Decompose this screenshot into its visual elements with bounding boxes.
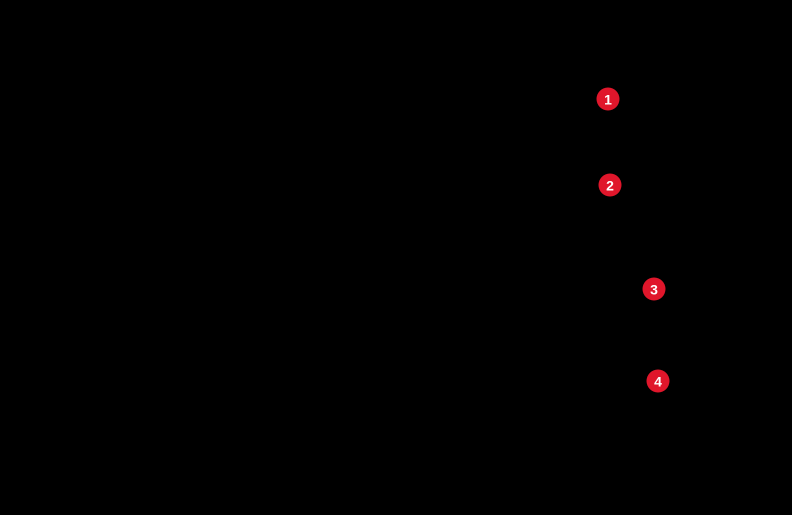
callout-badge-3-label: 3	[650, 281, 658, 297]
callout-badge-3: 3	[642, 277, 666, 301]
callout-badge-4: 4	[646, 369, 670, 393]
callout-badge-2: 2	[598, 173, 622, 197]
callout-badge-4-label: 4	[654, 373, 662, 389]
callout-badge-1-label: 1	[604, 91, 612, 107]
callout-badge-1: 1	[596, 87, 620, 111]
callout-badge-2-label: 2	[606, 177, 614, 193]
